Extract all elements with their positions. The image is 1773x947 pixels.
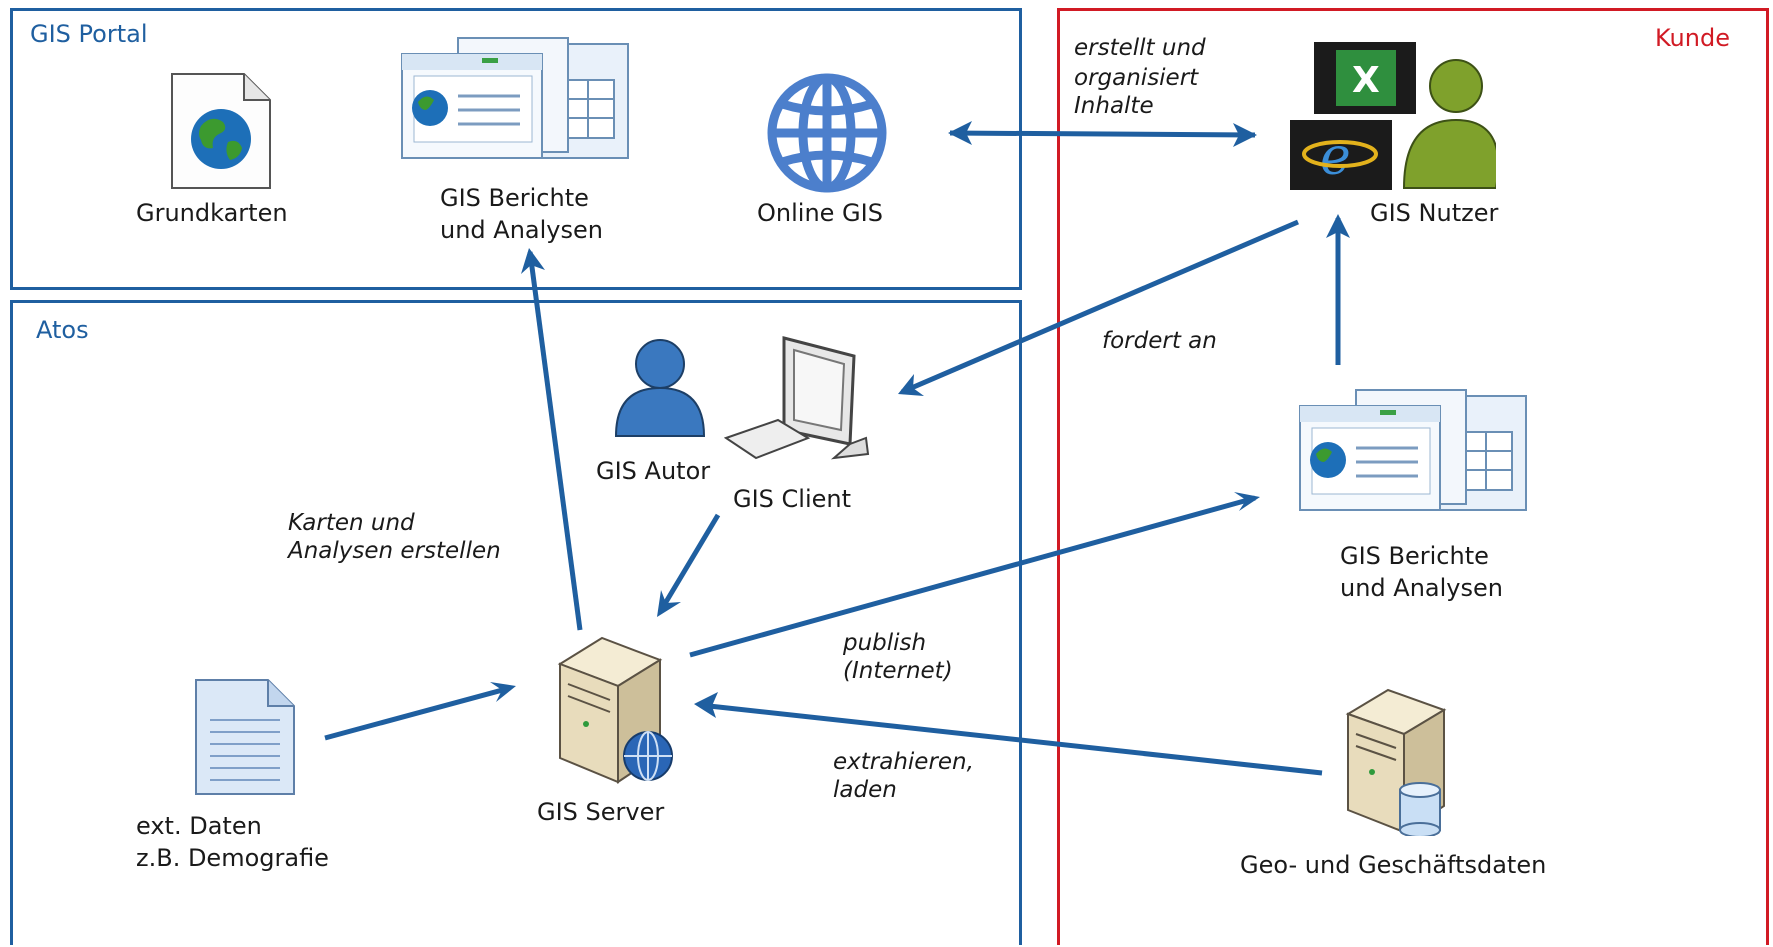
kunde-reports-label-line2: und Analysen — [1340, 574, 1503, 602]
gis-server-label: GIS Server — [537, 798, 665, 826]
arrowhead — [521, 248, 545, 274]
computer-icon — [724, 336, 870, 460]
server-database-icon — [1345, 688, 1447, 836]
annotation-publish-line1: publish — [843, 630, 927, 656]
arrow-client-server — [657, 513, 721, 614]
annotation-erstellt-line1: erstellt und — [1074, 35, 1206, 61]
gis-autor-label: GIS Autor — [596, 457, 711, 485]
arrowhead — [1233, 123, 1257, 147]
arrow-nutzer-client — [901, 219, 1299, 395]
annotation-extrahieren-line1: extrahieren, — [833, 749, 974, 775]
gis-client-label: GIS Client — [733, 485, 852, 513]
svg-text:e: e — [1320, 127, 1351, 187]
arrow-geo-server — [699, 702, 1323, 776]
arrowhead — [657, 590, 681, 617]
server-globe-icon — [557, 636, 673, 784]
annotation-erstellt-line3: Inhalte — [1074, 93, 1154, 119]
annotation-fordert: fordert an — [1102, 328, 1217, 354]
user-icon — [614, 339, 706, 437]
arrowhead — [1326, 214, 1350, 238]
annotation-extrahieren-line2: laden — [833, 777, 897, 803]
document-globe-icon — [171, 73, 271, 189]
annotation-publish-line2: (Internet) — [843, 658, 953, 684]
svg-text:X: X — [1352, 60, 1380, 101]
gis-portal-label: GIS Portal — [30, 20, 148, 48]
ext-daten-label-line1: ext. Daten — [136, 812, 262, 840]
ext-daten-label-line2: z.B. Demografie — [136, 844, 329, 872]
atos-region — [10, 300, 1022, 945]
arrow-ext-server — [324, 685, 511, 741]
arrow-server-portal-reports — [527, 251, 583, 631]
geo-daten-label: Geo- und Geschäftsdaten — [1240, 851, 1547, 879]
arrowhead — [694, 692, 718, 718]
online-gis-label: Online GIS — [757, 199, 883, 227]
gis-nutzer-label: GIS Nutzer — [1370, 199, 1499, 227]
annotation-karten-line2: Analysen erstellen — [288, 538, 501, 564]
kunde-region — [1057, 8, 1769, 945]
reports-icon — [401, 37, 629, 159]
portal-reports-label-line1: GIS Berichte — [440, 184, 589, 212]
kunde-label: Kunde — [1655, 24, 1730, 52]
user-apps-icon: X e — [1290, 42, 1496, 190]
arrowhead — [948, 121, 972, 145]
arrowhead — [1234, 492, 1260, 511]
grundkarten-label: Grundkarten — [136, 199, 288, 227]
reports-icon — [1299, 389, 1527, 511]
portal-reports-label-line2: und Analysen — [440, 216, 603, 244]
atos-label: Atos — [36, 316, 89, 344]
arrowhead — [898, 374, 924, 396]
arrow-online-gis-nutzer — [949, 130, 1256, 138]
kunde-reports-label-line1: GIS Berichte — [1340, 542, 1489, 570]
arrow-server-kunde-reports — [689, 495, 1256, 658]
globe-icon — [767, 73, 887, 193]
gis-portal-region — [10, 8, 1022, 290]
annotation-karten-line1: Karten und — [288, 510, 415, 536]
annotation-erstellt-line2: organisiert — [1074, 65, 1199, 91]
document-icon — [195, 679, 295, 795]
arrowhead — [490, 682, 516, 702]
